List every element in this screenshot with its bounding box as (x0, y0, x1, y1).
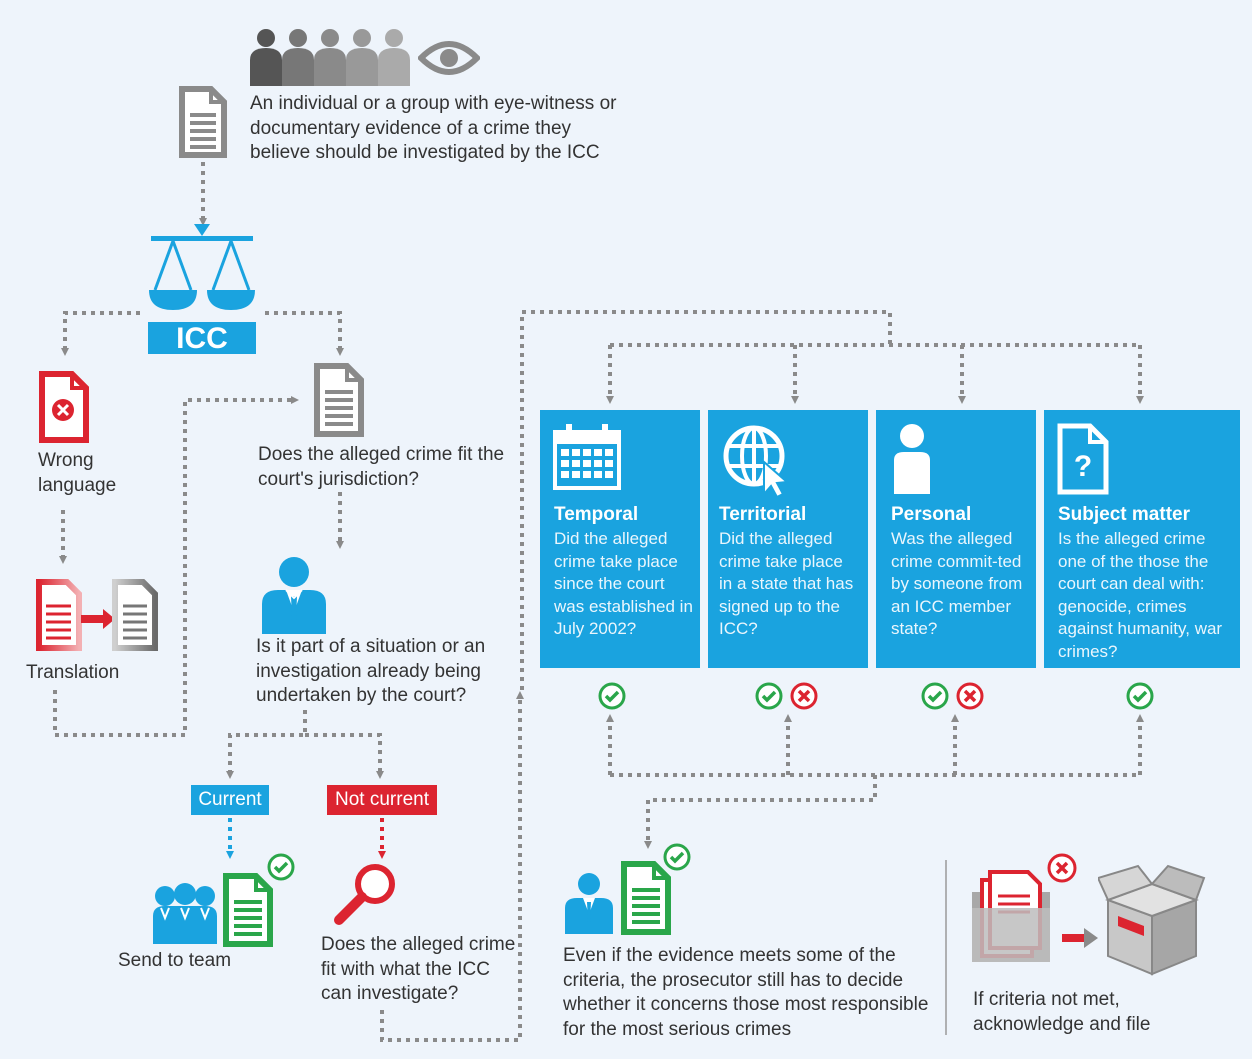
approved-document-icon (223, 873, 273, 947)
arrow-icc-to-wrong-language (61, 311, 140, 356)
personal-cross-icon (956, 682, 984, 710)
team-icon (153, 883, 217, 944)
criterion-title: Territorial (719, 504, 807, 525)
arrow-bus-to-prosecutor (644, 775, 877, 849)
prosecutor-icon (565, 873, 613, 934)
cross-icon (1047, 853, 1077, 883)
jurisdiction-document-icon (314, 363, 364, 437)
criterion-territorial: Territorial Did the alleged crime take p… (708, 410, 868, 668)
rejected-documents-icon (972, 870, 1050, 962)
scales-of-justice-icon (149, 224, 255, 310)
criterion-title: Subject matter (1058, 504, 1190, 525)
arrow-icc-to-jurisdiction (265, 311, 344, 356)
criterion-title: Temporal (554, 504, 639, 525)
witnesses-icon (250, 29, 410, 86)
file-text: If criteria not met, acknowledge and fil… (973, 989, 1151, 1035)
not-current-tag: Not current (327, 785, 437, 815)
temporal-check-icon (598, 682, 626, 710)
territorial-check-icon (755, 682, 783, 710)
document-icon (179, 86, 227, 158)
criterion-text: Is the alleged crime one of the those th… (1058, 529, 1223, 661)
wrong-language-label: Wrong language (38, 450, 117, 496)
person-icon (894, 424, 930, 494)
personal-check-icon (921, 682, 949, 710)
prosecutor-text: Even if the evidence meets some of the c… (563, 945, 929, 1040)
investigate-question: Does the alleged crime fit with what the… (321, 934, 516, 1004)
send-to-team-label: Send to team (118, 950, 232, 971)
check-icon (663, 843, 691, 871)
criterion-text: Was the alleged crime commit-ted by some… (891, 529, 1023, 638)
arrow-situation-to-not-current (305, 733, 384, 779)
eye-icon (418, 41, 480, 75)
archive-box-icon (1098, 864, 1206, 976)
question-document-icon: ? (1057, 423, 1109, 495)
wrong-document-icon (39, 371, 89, 443)
svg-text:?: ? (1074, 450, 1092, 483)
criterion-title: Personal (891, 504, 972, 525)
jurisdiction-question: Does the alleged crime fit the court's j… (258, 444, 505, 490)
check-icon (267, 853, 295, 881)
magnifier-icon (334, 864, 395, 925)
arrow-situation-to-current (226, 710, 307, 779)
criterion-personal: Personal Was the alleged crime commit-te… (876, 410, 1036, 668)
arrow-translation-loop (53, 396, 299, 737)
subject-check-icon (1126, 682, 1154, 710)
globe-cursor-icon (723, 425, 790, 498)
criterion-subject-matter: ? Subject matter Is the alleged crime on… (1044, 410, 1240, 668)
arrow-top-bus (520, 310, 892, 690)
current-tag: Current (191, 785, 269, 815)
translation-label: Translation (26, 662, 120, 683)
arrow-investigate-loop (380, 691, 524, 1042)
calendar-icon (553, 424, 621, 490)
arrow-right-icon (1062, 928, 1098, 948)
translation-icon (36, 579, 158, 651)
prosecutor-person-icon (262, 557, 326, 634)
criterion-text: Did the alleged crime take place since t… (554, 529, 693, 638)
icc-label: ICC (148, 322, 256, 355)
criterion-temporal: Temporal Did the alleged crime take plac… (540, 410, 700, 668)
evidence-document-icon (621, 861, 671, 935)
territorial-cross-icon (790, 682, 818, 710)
situation-question: Is it part of a situation or an investig… (256, 636, 486, 706)
criterion-text: Did the alleged crime take place in a st… (719, 529, 854, 638)
intro-text: An individual or a group with eye-witnes… (250, 93, 617, 163)
